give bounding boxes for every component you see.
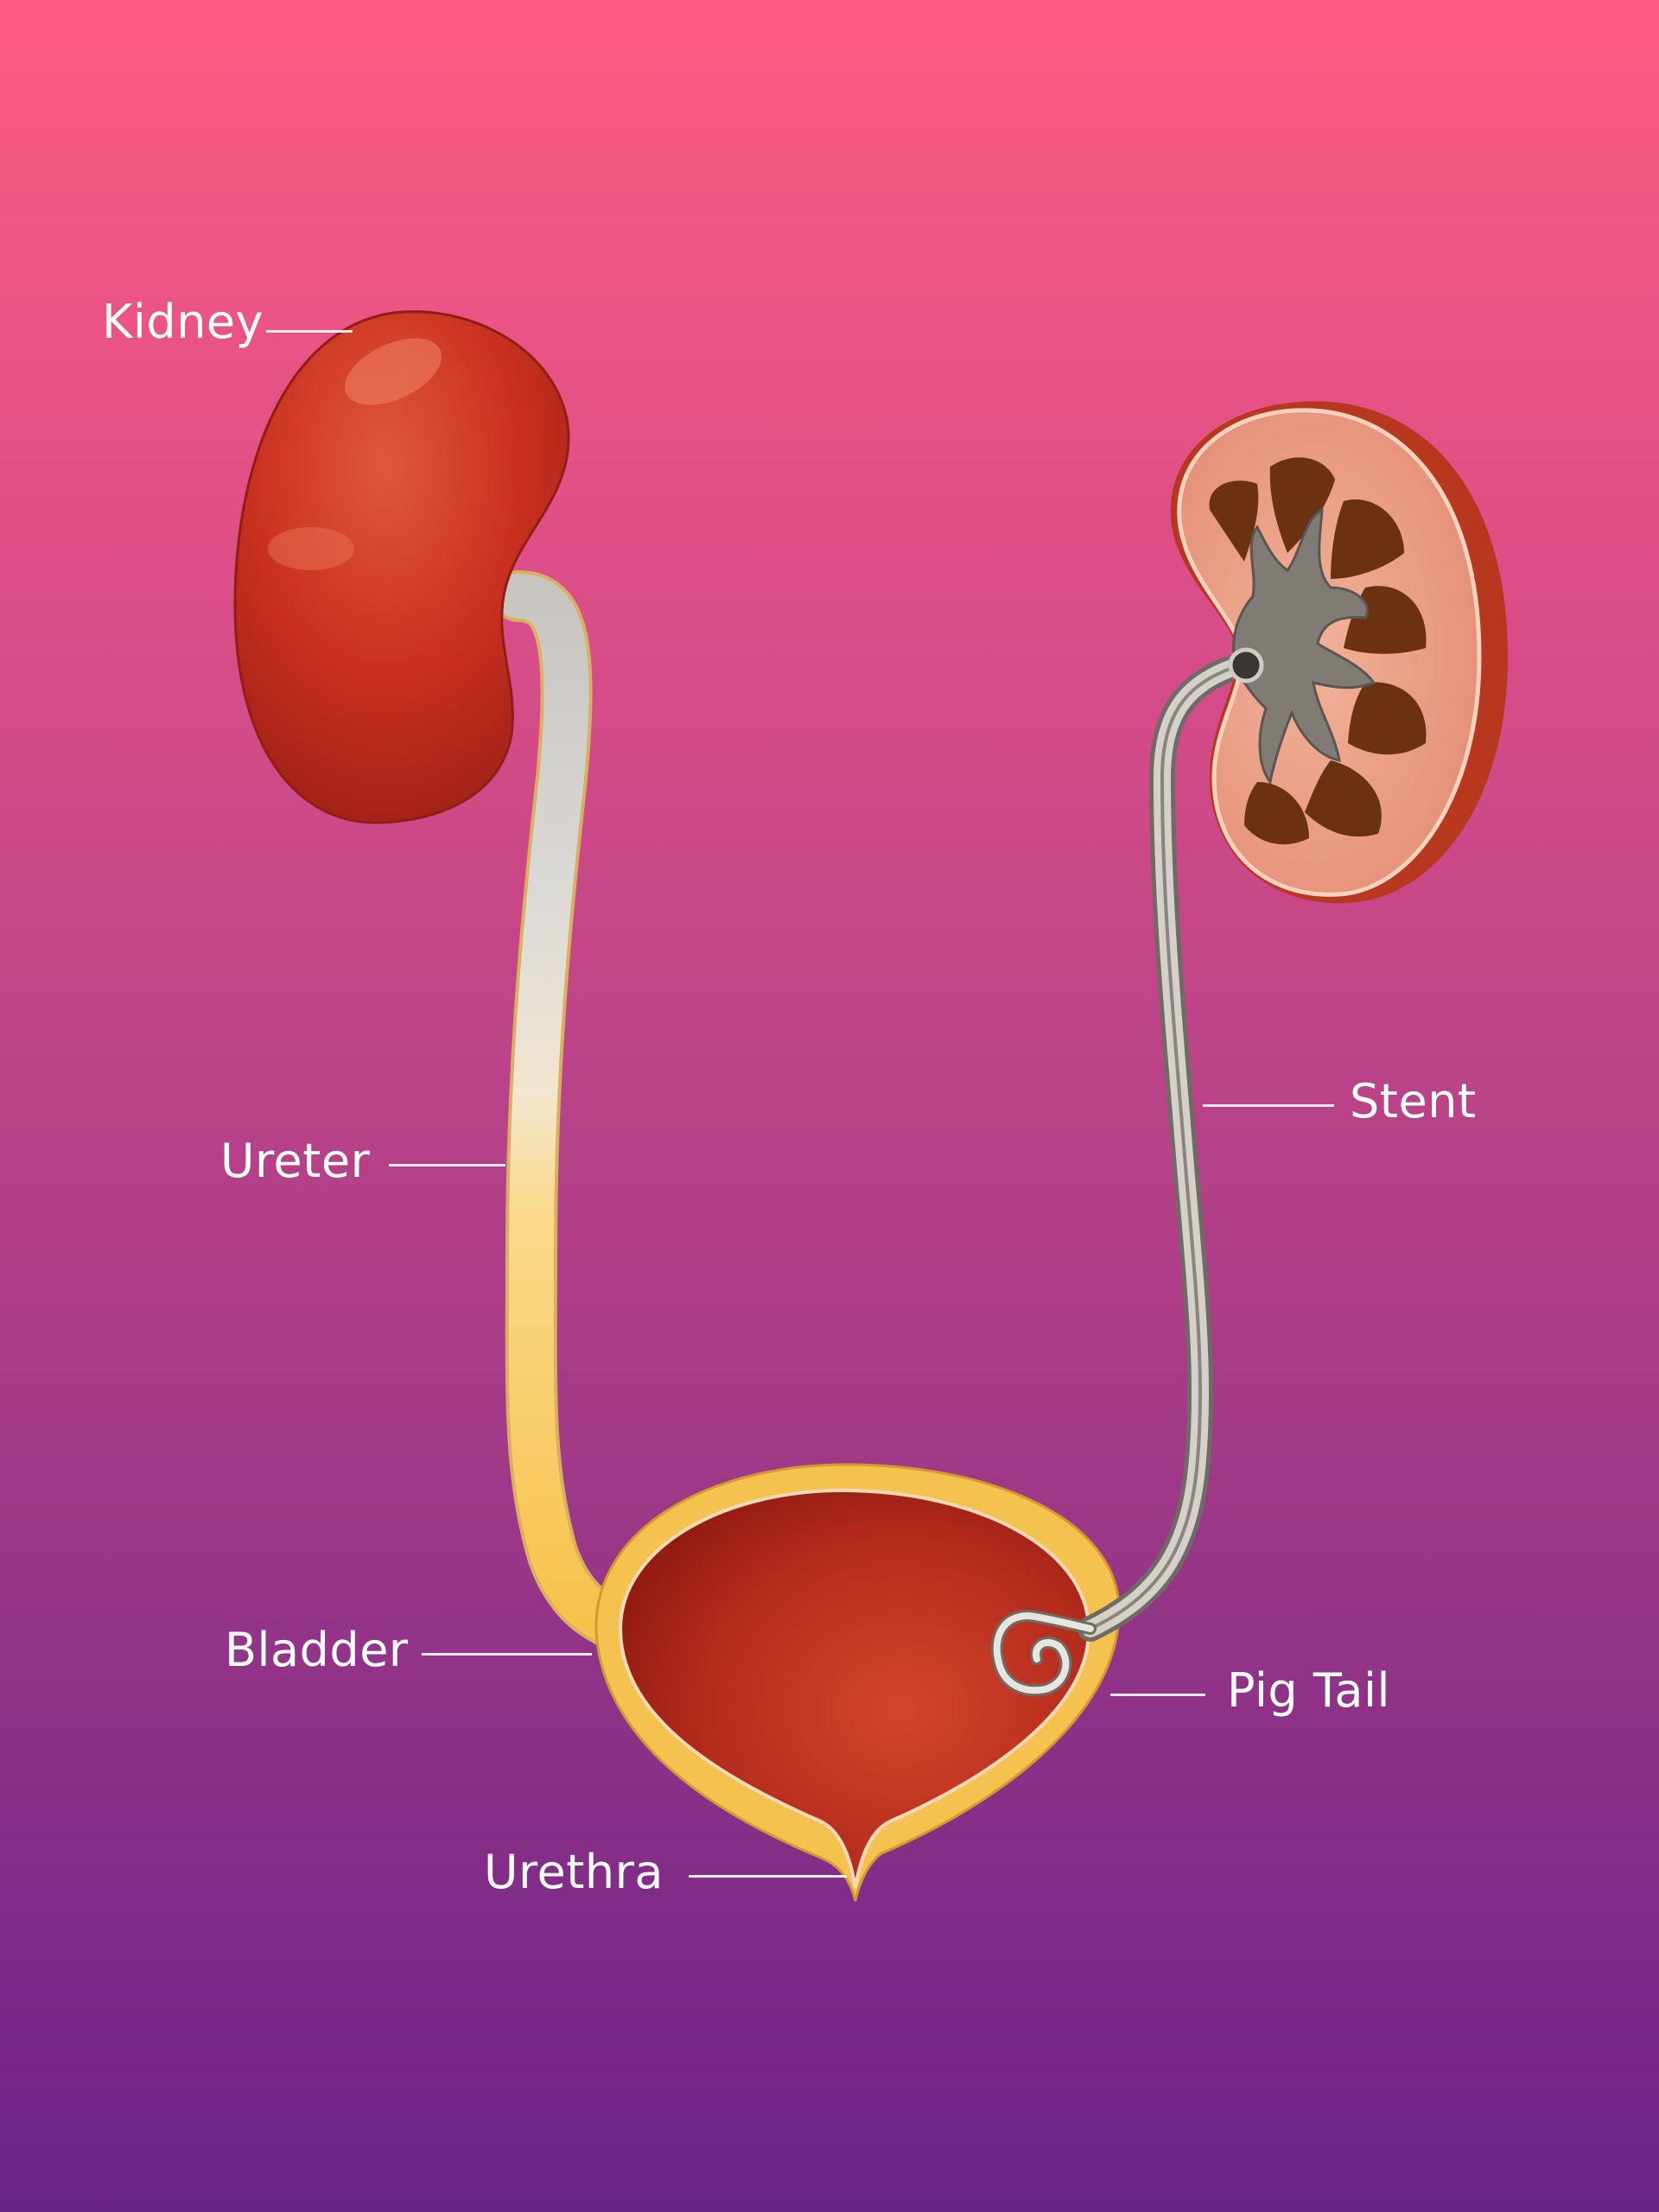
- bladder-inner: [618, 1488, 1091, 1889]
- pyramid: [1305, 760, 1382, 837]
- kidney-highlight-2: [268, 527, 354, 570]
- pyramid: [1209, 480, 1259, 562]
- leader-kidney: [266, 330, 353, 333]
- kidney-highlight: [344, 338, 442, 405]
- leader-urethra: [689, 1875, 847, 1878]
- leader-bladder: [422, 1653, 592, 1656]
- pyramid: [1269, 457, 1335, 553]
- pyramid: [1348, 682, 1427, 755]
- kidney-section: [1170, 401, 1508, 904]
- label-ureter: Ureter: [220, 1134, 371, 1188]
- ureter-tube-body: [496, 574, 636, 1647]
- renal-pelvis: [1232, 507, 1376, 785]
- pig-tail-coil: [993, 1611, 1094, 1694]
- stent-opening: [1228, 647, 1264, 683]
- leader-stent: [1203, 1104, 1334, 1107]
- pyramid: [1331, 499, 1404, 579]
- pyramid: [1244, 782, 1309, 845]
- label-bladder: Bladder: [225, 1623, 409, 1677]
- label-kidney: Kidney: [102, 295, 264, 349]
- label-pig-tail: Pig Tail: [1227, 1663, 1390, 1718]
- kidney-left: [233, 310, 570, 824]
- leader-ureter: [389, 1164, 505, 1166]
- stent-tube-inner: [1089, 664, 1242, 1630]
- label-stent: Stent: [1350, 1074, 1477, 1128]
- label-urethra: Urethra: [484, 1845, 664, 1899]
- leader-pig-tail: [1110, 1694, 1205, 1696]
